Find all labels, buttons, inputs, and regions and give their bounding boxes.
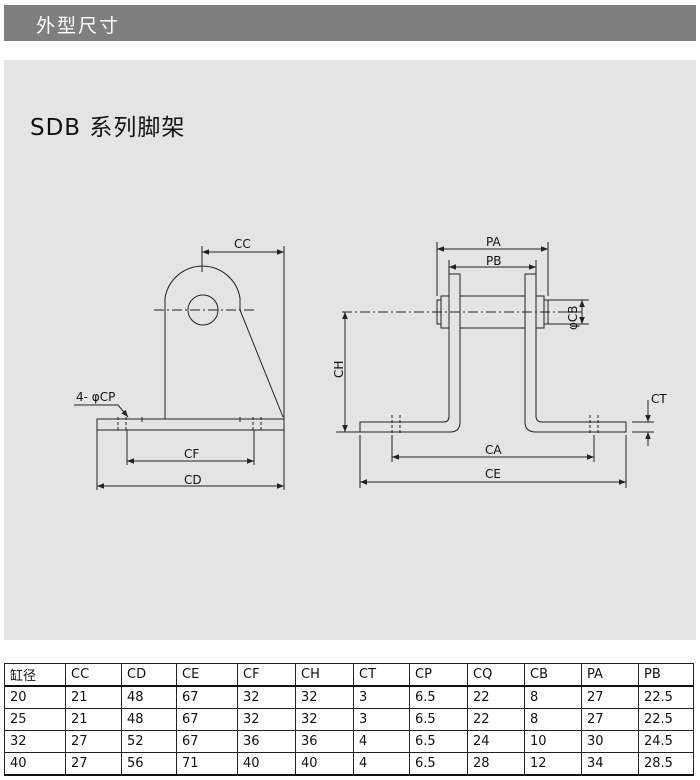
- table-cell: 20: [4, 685, 66, 709]
- table-cell: 34: [581, 752, 639, 776]
- table-header-cell: CE: [176, 663, 238, 687]
- table-cell: 4: [353, 730, 410, 753]
- table-header-cell: CF: [237, 663, 296, 687]
- table-cell: 67: [176, 730, 238, 753]
- base-plate: [96, 418, 285, 431]
- table-cell: 6.5: [409, 752, 468, 776]
- table-header-cell: CT: [353, 663, 410, 687]
- table-cell: 27: [65, 730, 122, 753]
- table-header-cell: CQ: [467, 663, 525, 687]
- table-cell: 22: [467, 685, 525, 709]
- table-cell: 21: [65, 685, 122, 709]
- table-header-cell: CD: [121, 663, 177, 687]
- table-cell: 30: [581, 730, 639, 753]
- table-cell: 56: [121, 752, 177, 776]
- dimensions-table: 缸径 CC CD CE CF CH CT CP CQ CB PA PB 20 2…: [4, 663, 694, 776]
- dim-label-cc: CC: [234, 237, 251, 251]
- table-row: 25 21 48 67 32 32 3 6.5 22 8 27 22.5: [4, 708, 694, 731]
- table-header-cell: CC: [65, 663, 122, 687]
- table-cell: 28: [467, 752, 525, 776]
- table-cell: 36: [237, 730, 296, 753]
- dim-label-cf: CF: [184, 447, 199, 461]
- table-cell: 40: [4, 752, 66, 776]
- dim-label-ce: CE: [485, 467, 501, 481]
- drawing-title: SDB 系列脚架: [30, 115, 186, 141]
- table-cell: 10: [524, 730, 582, 753]
- table-cell: 27: [581, 708, 639, 731]
- table-cell: 4: [353, 752, 410, 776]
- table-cell: 22.5: [638, 685, 694, 709]
- table-cell: 3: [353, 708, 410, 731]
- table-cell: 48: [121, 685, 177, 709]
- technical-drawing: CC 4- φCP CF CD: [74, 235, 667, 490]
- table-cell: 71: [176, 752, 238, 776]
- table-cell: 24.5: [638, 730, 694, 753]
- table-cell: 32: [295, 708, 354, 731]
- table-cell: 8: [524, 708, 582, 731]
- table-cell: 6.5: [409, 730, 468, 753]
- right-bracket: [524, 273, 627, 433]
- table-cell: 32: [295, 685, 354, 709]
- dim-label-cd: CD: [184, 473, 202, 487]
- table-cell: 21: [65, 708, 122, 731]
- table-row: 20 21 48 67 32 32 3 6.5 22 8 27 22.5: [4, 685, 694, 709]
- section-title: 外型尺寸: [36, 15, 121, 37]
- table-cell: 40: [295, 752, 354, 776]
- table-cell: 32: [237, 685, 296, 709]
- dim-label-cp: 4- φCP: [76, 390, 115, 404]
- table-header-cell: PA: [581, 663, 639, 687]
- table-cell: 8: [524, 685, 582, 709]
- dim-label-cb: φCB: [566, 305, 580, 330]
- bracket-side-view: [74, 246, 285, 490]
- table-cell: 67: [176, 685, 238, 709]
- dim-label-ca: CA: [485, 443, 502, 457]
- table-row: 32 27 52 67 36 36 4 6.5 24 10 30 24.5: [4, 730, 694, 753]
- upright-profile: [164, 265, 284, 418]
- table-cell: 22: [467, 708, 525, 731]
- table-cell: 32: [237, 708, 296, 731]
- table-cell: 40: [237, 752, 296, 776]
- table-cell: 32: [4, 730, 66, 753]
- table-cell: 3: [353, 685, 410, 709]
- table-cell: 48: [121, 708, 177, 731]
- table-cell: 22.5: [638, 708, 694, 731]
- table-cell: 6.5: [409, 685, 468, 709]
- table-cell: 28.5: [638, 752, 694, 776]
- dim-label-ct: CT: [651, 392, 667, 406]
- table-header-cell: PB: [638, 663, 694, 687]
- drawing-panel: SDB 系列脚架: [4, 60, 696, 640]
- dim-label-ch: CH: [332, 361, 346, 378]
- dim-label-pa: PA: [486, 235, 501, 249]
- table-cell: 52: [121, 730, 177, 753]
- table-cell: 12: [524, 752, 582, 776]
- table-cell: 67: [176, 708, 238, 731]
- table-row: 40 27 56 71 40 40 4 6.5 28 12 34 28.5: [4, 752, 694, 776]
- bracket-front-view: [336, 242, 654, 488]
- table-cell: 25: [4, 708, 66, 731]
- table-header-cell: CH: [295, 663, 354, 687]
- table-header-cell: CB: [524, 663, 582, 687]
- table-cell: 27: [581, 685, 639, 709]
- table-header-cell: 缸径: [4, 663, 66, 687]
- table-cell: 27: [65, 752, 122, 776]
- table-header-cell: CP: [409, 663, 468, 687]
- section-header-bar: 外型尺寸: [4, 5, 696, 41]
- table-cell: 24: [467, 730, 525, 753]
- dim-label-pb: PB: [486, 254, 501, 268]
- table-cell: 6.5: [409, 708, 468, 731]
- table-cell: 36: [295, 730, 354, 753]
- left-bracket: [359, 273, 461, 433]
- table-header-row: 缸径 CC CD CE CF CH CT CP CQ CB PA PB: [4, 663, 694, 687]
